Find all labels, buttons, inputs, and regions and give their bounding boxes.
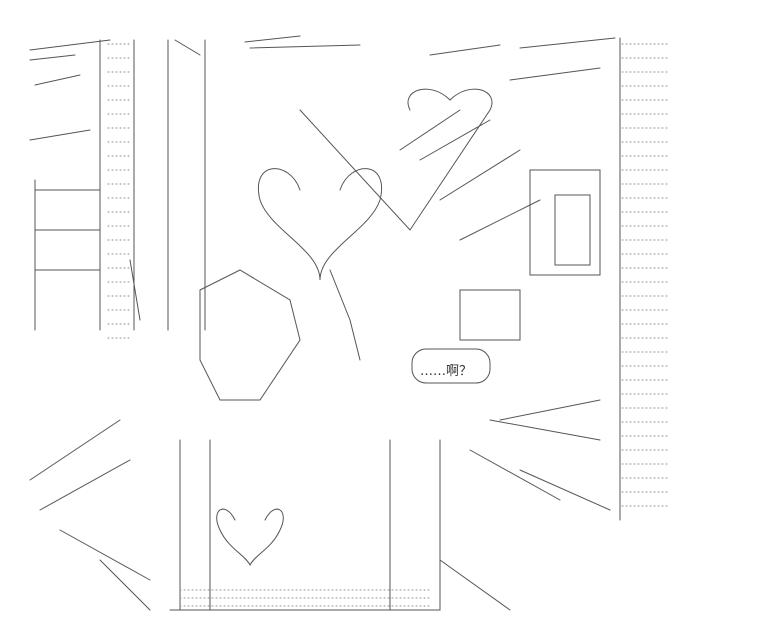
ray-line xyxy=(99,559,151,611)
ray-line xyxy=(399,109,461,151)
big-heart-shape xyxy=(299,88,493,231)
slant-line xyxy=(519,37,616,49)
slant-line xyxy=(29,39,111,51)
heart-shape xyxy=(257,168,383,281)
figure-arm xyxy=(329,269,361,361)
figure-arm xyxy=(129,259,141,321)
box-frame xyxy=(459,289,521,341)
window-frame xyxy=(529,169,601,276)
ray-line xyxy=(39,459,131,511)
ray-line xyxy=(459,199,541,241)
slant-line xyxy=(174,39,201,56)
slant-line xyxy=(249,44,361,49)
slant-line xyxy=(429,44,501,56)
ray-line xyxy=(439,559,511,611)
small-heart xyxy=(216,508,284,567)
ray-line xyxy=(419,119,491,161)
slant-line xyxy=(29,129,91,141)
slant-line xyxy=(34,74,81,86)
speech-bubble xyxy=(411,348,491,384)
art-strokes xyxy=(29,35,669,611)
speech-bubble-text: ……啊？ xyxy=(420,364,473,379)
ray-line xyxy=(489,419,601,441)
window-frame xyxy=(554,194,591,266)
slant-line xyxy=(509,67,601,81)
ray-line xyxy=(439,149,521,201)
ray-line xyxy=(59,529,151,581)
slant-line xyxy=(244,35,301,43)
slant-line xyxy=(29,54,76,61)
ray-line xyxy=(29,419,121,481)
ray-line xyxy=(499,399,601,421)
figure-torso xyxy=(199,269,301,401)
ray-line xyxy=(469,449,561,501)
ray-line xyxy=(519,469,611,511)
